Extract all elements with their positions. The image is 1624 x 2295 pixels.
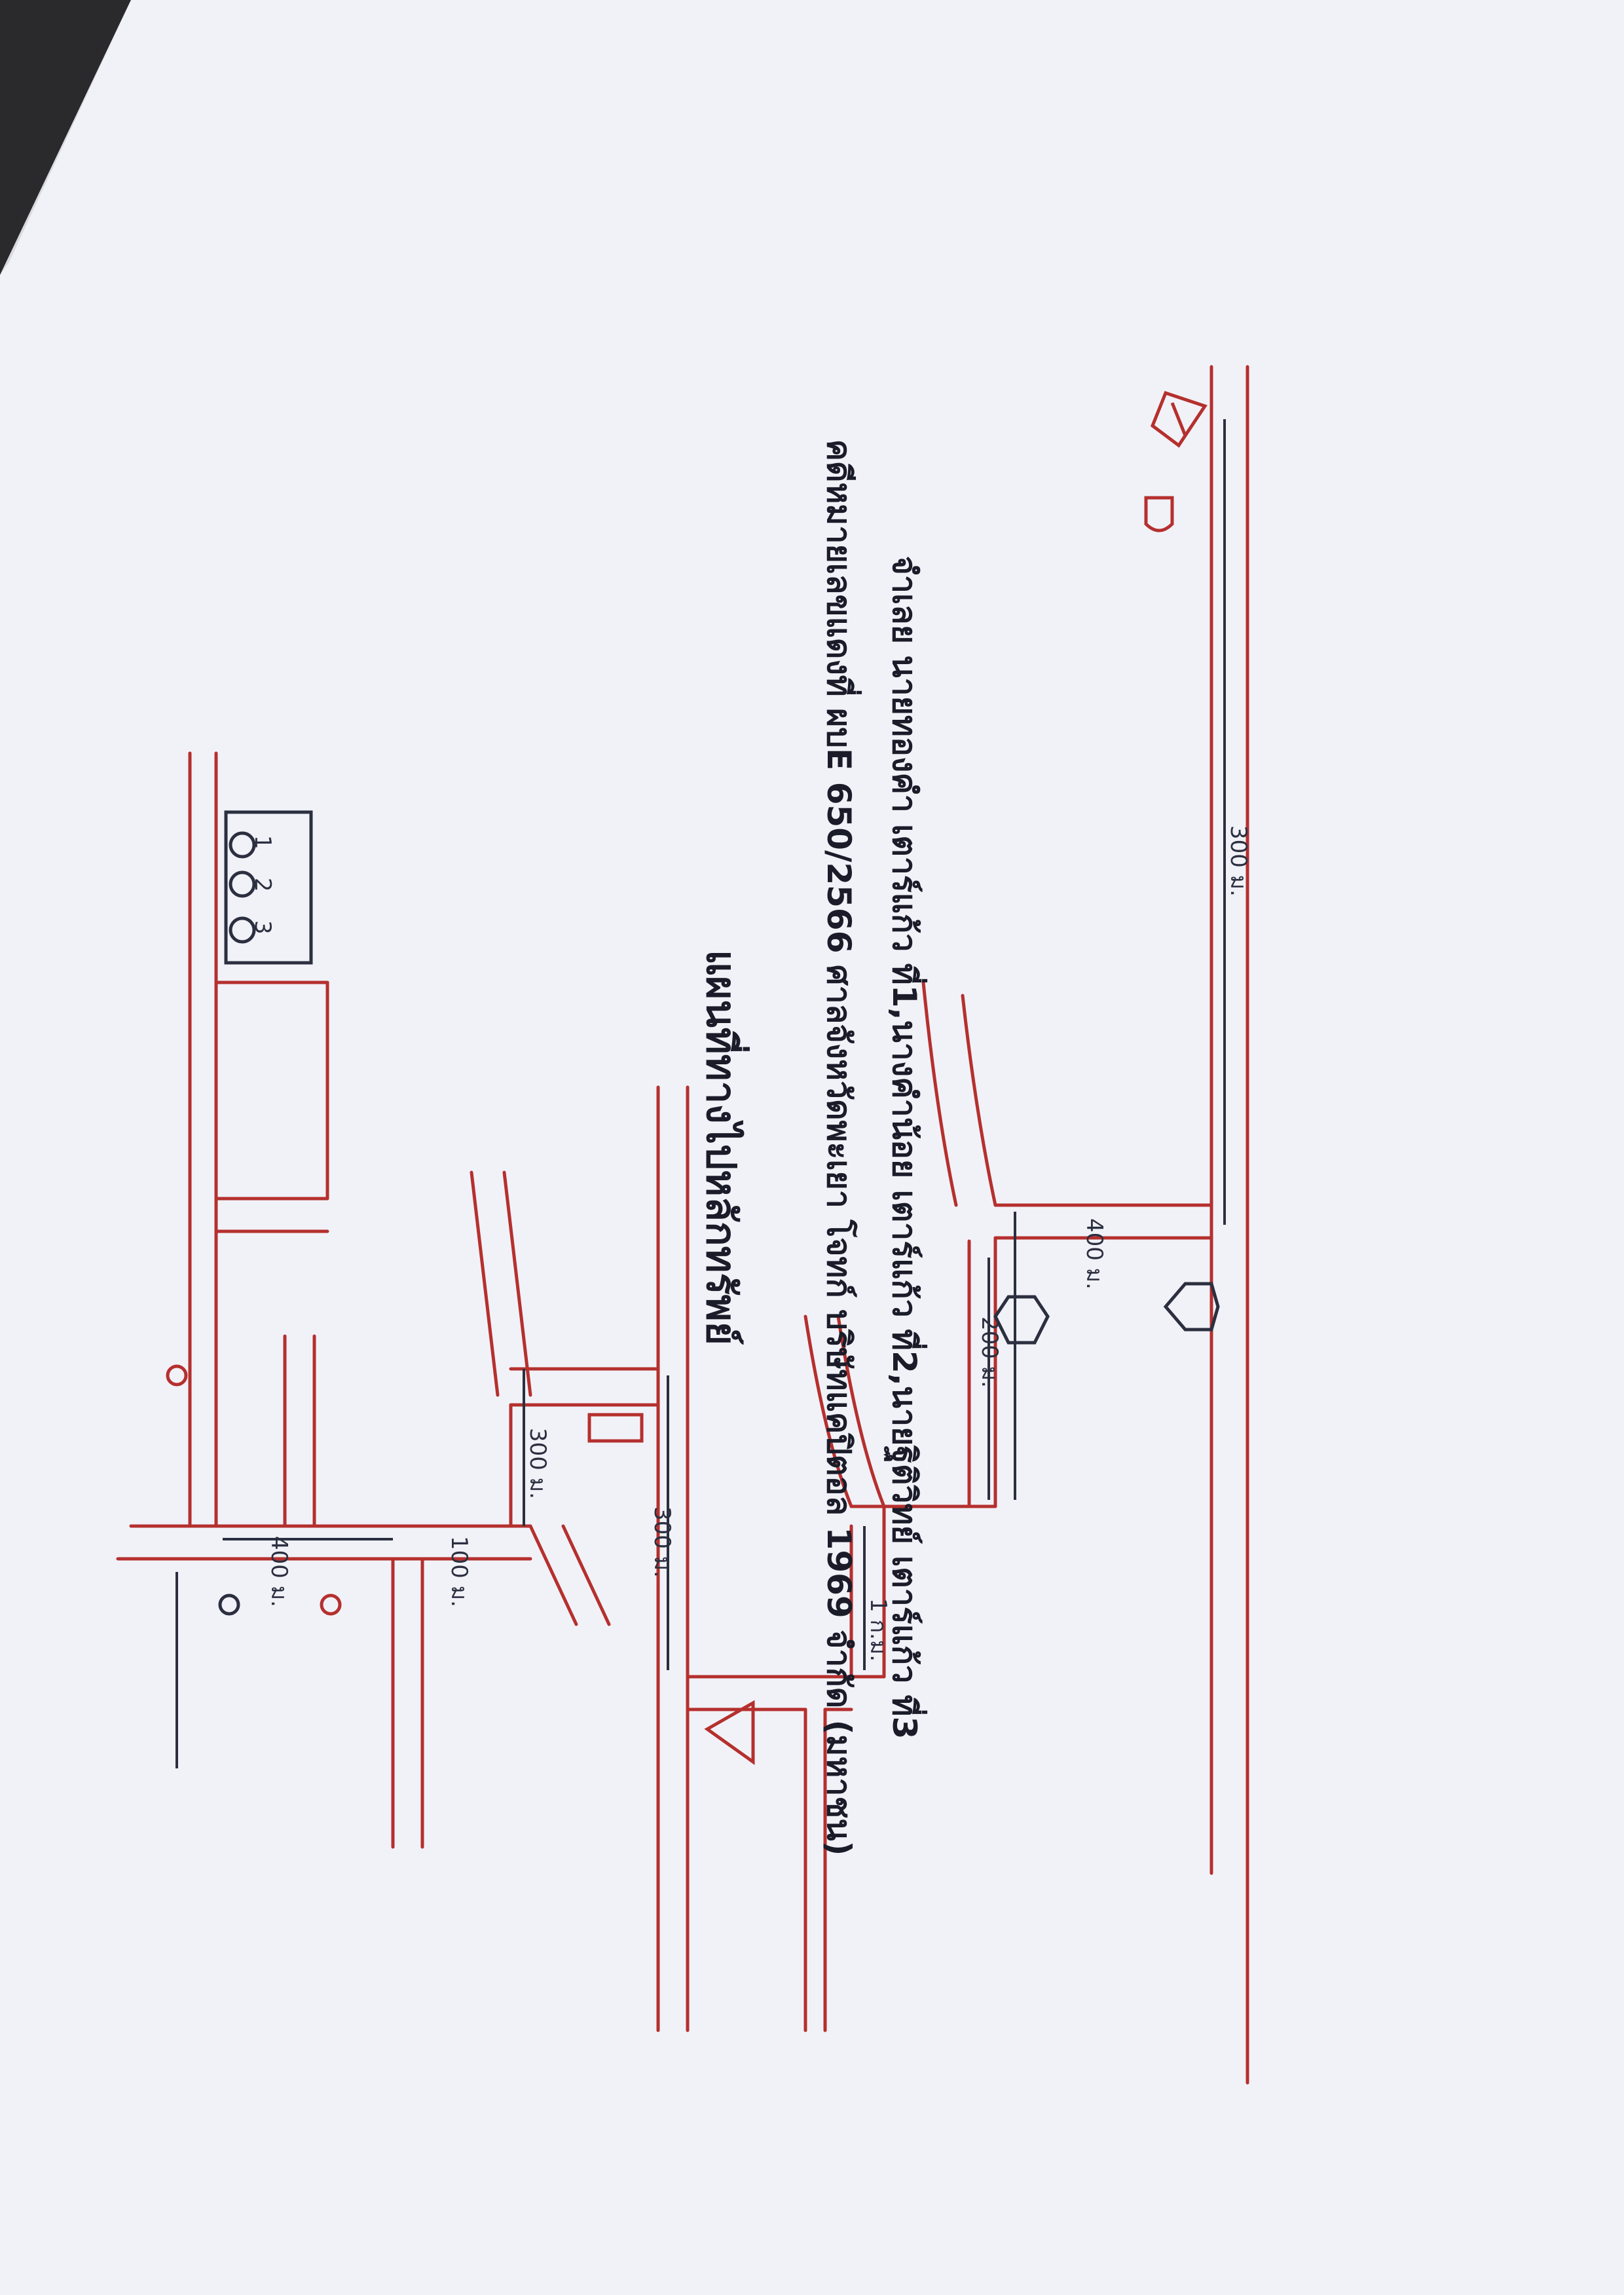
house-icon [1150,390,1208,448]
temple-arch-icon [1144,496,1174,532]
circle-landmark-icon [320,1594,342,1616]
distance-label: 300 ม. [525,1428,551,1499]
upper-side-street [921,980,1213,1508]
left-road [188,751,329,1528]
measurement-lines [175,419,1226,1768]
numbered-plot-icon [224,810,313,965]
map-symbols [166,390,1220,1765]
circle-landmark-icon [166,1364,188,1387]
map-header: แผนที่ทางไปหลักทรัพย์ คดีหมายเลขแดงที่ ผ… [674,165,950,2130]
middle-road [656,1085,827,2032]
plot-number: 2 [249,878,276,892]
plot-circle [229,870,256,898]
page-title: แผนที่ทางไปหลักทรัพย์ [697,950,745,1345]
connector-lane [803,1315,971,1711]
plot-numbers: 1 2 3 [249,835,276,935]
plot-number: 1 [249,835,276,849]
triangle-sign-icon [704,1700,755,1765]
circle-landmark-icon [218,1594,240,1616]
plot-circle [229,916,256,944]
hexagon-sign-icon [993,1295,1050,1345]
distance-label: 100 ม. [446,1536,472,1607]
building-icon [587,1413,644,1443]
distance-label: 400 ม. [1081,1218,1107,1290]
hexagon-sign-icon [1163,1282,1220,1332]
distance-label: 400 ม. [266,1536,292,1607]
main-highway [1209,365,1249,2085]
lower-left-streets [116,1170,660,1849]
plot-number: 3 [249,920,276,935]
distance-label: 1 ก.ม. [865,1598,891,1662]
case-line: คดีหมายเลขแดงที่ ผบE 650/2566 ศาลจังหวัด… [820,439,858,1856]
distance-label: 300 ม. [1225,825,1251,897]
distance-label: 200 ม. [976,1316,1003,1388]
plot-circle [229,831,256,859]
distance-labels: 300 ม. 400 ม. 200 ม. 300 ม. 300 ม. 400 ม… [266,825,1251,1662]
distance-label: 300 ม. [649,1506,675,1578]
defendants-line: จำเลย นายทองคำ เตาร์แก้ว ที่1,นางคำน้อย … [885,555,923,1740]
